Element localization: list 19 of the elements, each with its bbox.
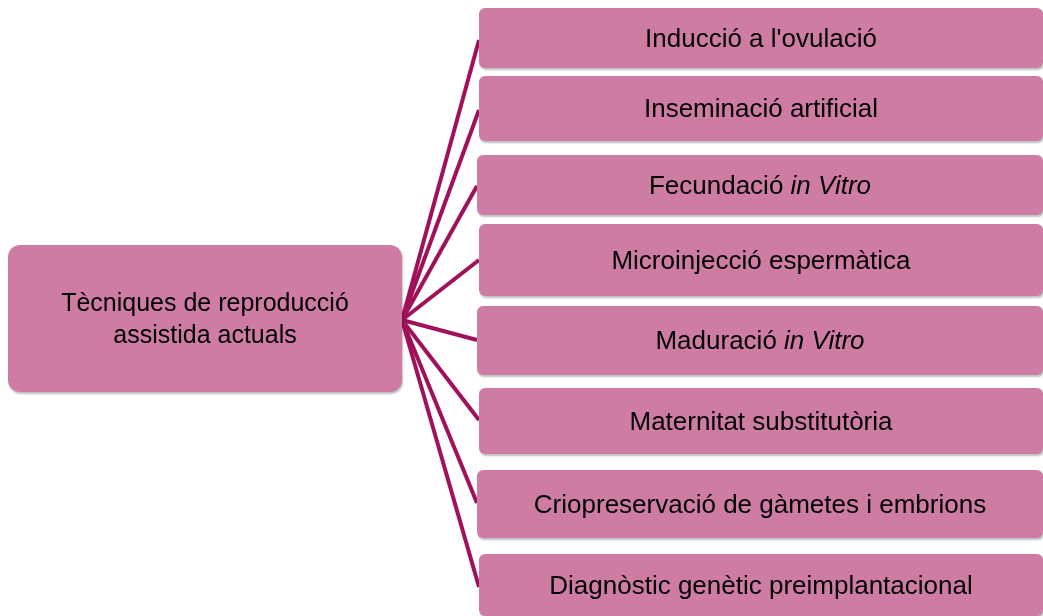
technique-box <box>479 8 1043 68</box>
technique-box <box>479 388 1043 454</box>
technique-box <box>479 554 1043 616</box>
technique-box <box>477 470 1043 538</box>
technique-box <box>479 76 1043 141</box>
technique-text: Diagnòstic genètic preimplantacional <box>549 568 973 602</box>
topic-text: Tècniques de reproducció assistida actuals <box>60 287 350 350</box>
topic-box <box>8 245 402 392</box>
technique-text: Fecundació in Vitro <box>648 168 872 202</box>
connector-line <box>401 318 478 342</box>
technique-text: Maternitat substitutòria <box>629 404 893 438</box>
technique-box <box>479 224 1043 296</box>
technique-text: Microinjecció espermàtica <box>611 243 911 277</box>
technique-text: Criopreservació de gàmetes i embrions <box>533 487 987 521</box>
technique-box <box>477 306 1043 375</box>
technique-box <box>477 155 1043 215</box>
technique-text: Maduració in Vitro <box>655 324 865 357</box>
technique-text: Inducció a l'ovulació <box>645 21 877 55</box>
technique-text: Inseminació artificial <box>643 92 879 125</box>
